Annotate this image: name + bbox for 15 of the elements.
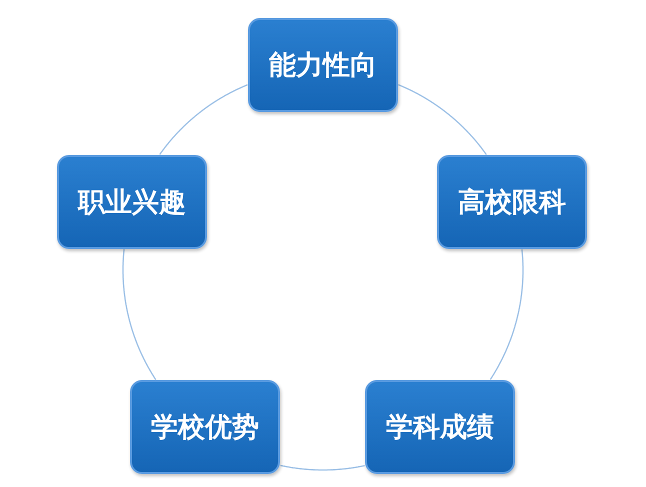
connector-arc: [280, 464, 365, 471]
node-label: 职业兴趣: [78, 186, 186, 220]
node-label: 高校限科: [458, 186, 566, 220]
node-label: 学校优势: [151, 411, 259, 445]
connector-arc: [122, 249, 156, 380]
node-label: 能力性向: [269, 49, 377, 83]
node-label: 学科成绩: [386, 411, 494, 445]
connector-arc: [490, 249, 524, 380]
connector-arc: [398, 84, 487, 155]
rounded-box: [437, 155, 587, 249]
rounded-box: [248, 18, 398, 112]
rounded-box: [57, 155, 207, 249]
rounded-box: [365, 380, 515, 474]
rounded-box: [130, 380, 280, 474]
connector-arc: [159, 84, 248, 155]
